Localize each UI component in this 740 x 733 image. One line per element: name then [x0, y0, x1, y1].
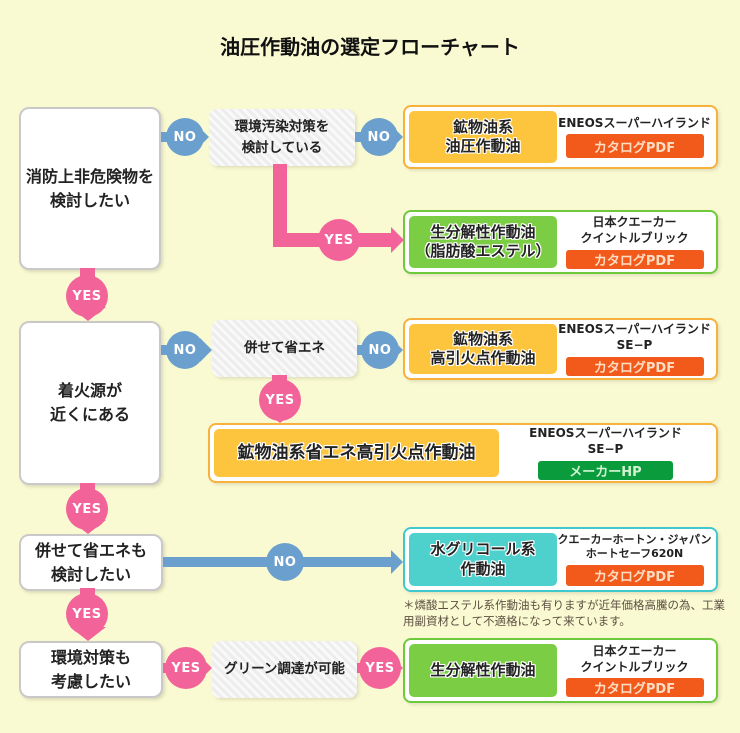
catalog-pdf-button[interactable]: カタログPDF [565, 678, 704, 698]
maker-name: ENEOSスーパーハイランド [558, 115, 711, 130]
yes-badge: YES [259, 379, 301, 421]
result-mineral-high-flash-point: 鉱物油系 高引火点作動油 ENEOSスーパーハイランド SE−P カタログPDF [403, 318, 718, 380]
result-mineral-eco-high-flash-point: 鉱物油系省エネ高引火点作動油 ENEOSスーパーハイランド SE−P メーカーH… [208, 423, 718, 483]
product-name: 生分解性作動油 [409, 644, 557, 697]
decision-green-procurement: グリーン調達が可能 [212, 641, 357, 698]
result-biodegradable: 生分解性作動油 日本クエーカー クイントルブリック カタログPDF [403, 638, 718, 703]
no-badge: NO [360, 118, 398, 156]
maker-hp-button[interactable]: メーカーHP [538, 460, 673, 480]
yes-badge: YES [318, 219, 360, 261]
no-badge: NO [266, 543, 304, 581]
yes-badge: YES [66, 488, 108, 530]
question-ignition-source: 着火源が 近くにある [19, 321, 161, 485]
catalog-pdf-button[interactable]: カタログPDF [565, 249, 704, 269]
product-name: 水グリコール系 作動油 [409, 533, 557, 586]
no-badge: NO [361, 331, 399, 369]
question-environment: 環境対策も 考慮したい [19, 641, 163, 698]
decision-energy-saving: 併せて省エネ [212, 320, 357, 377]
page-title: 油圧作動油の選定フローチャート [220, 35, 520, 59]
catalog-pdf-button[interactable]: カタログPDF [565, 564, 704, 586]
question-energy-saving: 併せて省エネも 検討したい [19, 534, 163, 591]
result-biodegradable-fatty-ester: 生分解性作動油 （脂肪酸エステル） 日本クエーカー クイントルブリック カタログ… [403, 210, 718, 274]
yes-badge: YES [66, 275, 108, 317]
no-badge: NO [166, 118, 204, 156]
catalog-pdf-button[interactable]: カタログPDF [565, 356, 704, 376]
decision-pollution-control: 環境汚染対策を 検討している [209, 109, 355, 166]
maker-name: ENEOSスーパーハイランド SE−P [558, 322, 711, 352]
product-name: 鉱物油系省エネ高引火点作動油 [214, 429, 499, 477]
maker-name: 日本クエーカー クイントルブリック [580, 643, 689, 674]
result-water-glycol: 水グリコール系 作動油 クエーカーホートン・ジャパン ホートセーフ620N カタ… [403, 527, 718, 592]
product-name: 鉱物油系 油圧作動油 [409, 111, 557, 163]
product-name: 鉱物油系 高引火点作動油 [409, 324, 557, 374]
arrow-yes-elbow-vertical [273, 164, 287, 247]
phosphate-ester-note: ＊燐酸エステル系作動油も有りますが近年価格高騰の為、工業 用副資材として不適格に… [403, 598, 725, 629]
maker-name: 日本クエーカー クイントルブリック [580, 215, 689, 245]
yes-badge: YES [165, 647, 207, 689]
yes-badge: YES [359, 647, 401, 689]
maker-name: ENEOSスーパーハイランド SE−P [529, 426, 682, 456]
catalog-pdf-button[interactable]: カタログPDF [565, 134, 704, 159]
maker-name: クエーカーホートン・ジャパン ホートセーフ620N [557, 533, 712, 561]
result-mineral-hydraulic-oil: 鉱物油系 油圧作動油 ENEOSスーパーハイランド カタログPDF [403, 105, 718, 169]
no-badge: NO [166, 331, 204, 369]
product-name: 生分解性作動油 （脂肪酸エステル） [409, 216, 557, 268]
yes-badge: YES [66, 593, 108, 635]
question-non-hazardous: 消防上非危険物を 検討したい [19, 107, 161, 270]
